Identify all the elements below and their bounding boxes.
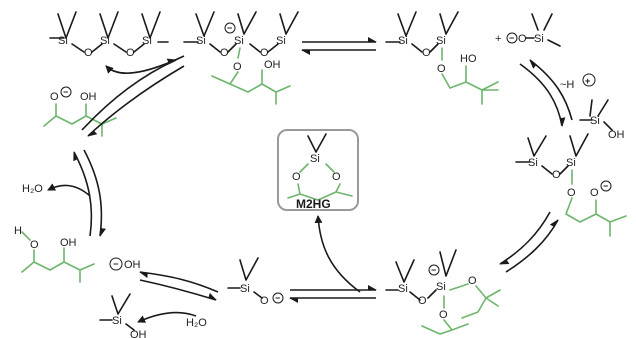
product-title: M2HG — [296, 197, 331, 211]
oh-label: OH — [124, 259, 141, 271]
arrows — [47, 37, 573, 323]
alkoxide-disiloxane: Si O Si O O − — [515, 133, 627, 237]
o-label: O — [84, 47, 93, 59]
o-label: O — [332, 171, 341, 183]
ho-label: HO — [460, 53, 477, 65]
o-label: O — [292, 171, 301, 183]
minus-charge: − — [509, 33, 514, 43]
si-label: Si — [276, 35, 286, 47]
minus-h-label: ~H — [560, 79, 574, 91]
oh-label: OH — [608, 129, 625, 141]
si-label: Si — [398, 35, 408, 47]
o-label: O — [567, 187, 576, 199]
minus-charge: − — [227, 23, 232, 33]
si-label: Si — [100, 35, 110, 47]
proton-transfer: ~H + Si OH — [560, 73, 625, 141]
o-label: O — [422, 47, 431, 59]
plus-sign: + — [495, 33, 501, 45]
o-label: O — [220, 47, 229, 59]
si-label: Si — [436, 35, 446, 47]
oh-label: OH — [264, 59, 281, 71]
water-label: H₂O — [22, 183, 43, 195]
oh-label: OH — [80, 91, 97, 103]
o-label: O — [439, 309, 448, 321]
h-label: H — [14, 225, 22, 237]
minus-charge: − — [275, 293, 280, 303]
o-label: O — [437, 63, 446, 75]
pentacoordinate-intermediate-top: Si O Si − O Si O OH — [183, 11, 299, 105]
si-label: Si — [436, 281, 446, 293]
o-label: O — [126, 47, 135, 59]
o-label: O — [518, 33, 527, 45]
product-box: Si O O M2HG — [277, 129, 359, 211]
oh-label: OH — [130, 329, 147, 338]
si-label: Si — [196, 35, 206, 47]
si-label: Si — [142, 35, 152, 47]
si-label: Si — [240, 283, 250, 295]
o-label: O — [468, 275, 477, 287]
o-label: O — [260, 295, 269, 307]
o-label: O — [30, 239, 39, 251]
silanol-bottom: Si OH — [99, 293, 147, 338]
glycol-alkoxide: O − OH — [43, 86, 117, 137]
o-label: O — [50, 91, 59, 103]
oh-label: OH — [60, 237, 77, 249]
si-label: Si — [234, 35, 244, 47]
o-label: O — [418, 295, 427, 307]
cyclic-pentacoordinate-intermediate: Si O − Si O O — [385, 249, 501, 335]
minus-charge: − — [603, 181, 608, 191]
minus-charge: − — [431, 265, 436, 275]
o-label: O — [233, 61, 242, 73]
o-label: O — [590, 187, 599, 199]
hexylene-glycol: H O OH — [14, 225, 95, 283]
o-label: O — [260, 47, 269, 59]
si-label: Si — [590, 115, 600, 127]
si-label: Si — [58, 35, 68, 47]
si-label: Si — [566, 157, 576, 169]
plus-charge: + — [585, 76, 590, 86]
si-label: Si — [310, 153, 320, 165]
hydroxide: − OH — [109, 257, 141, 271]
si-label: Si — [398, 283, 408, 295]
minus-charge: − — [113, 259, 118, 269]
o-label: O — [552, 169, 561, 181]
disiloxane-glycol-adduct: Si O Si O HO + − O Si — [385, 11, 561, 105]
water-bottom-label: H₂O — [186, 317, 207, 329]
si-label: Si — [528, 157, 538, 169]
trisiloxane: Si O Si O Si — [49, 11, 169, 59]
minus-charge: − — [63, 87, 68, 97]
si-label: Si — [534, 33, 544, 45]
si-label: Si — [112, 315, 122, 327]
silanolate: Si O − — [227, 257, 284, 307]
